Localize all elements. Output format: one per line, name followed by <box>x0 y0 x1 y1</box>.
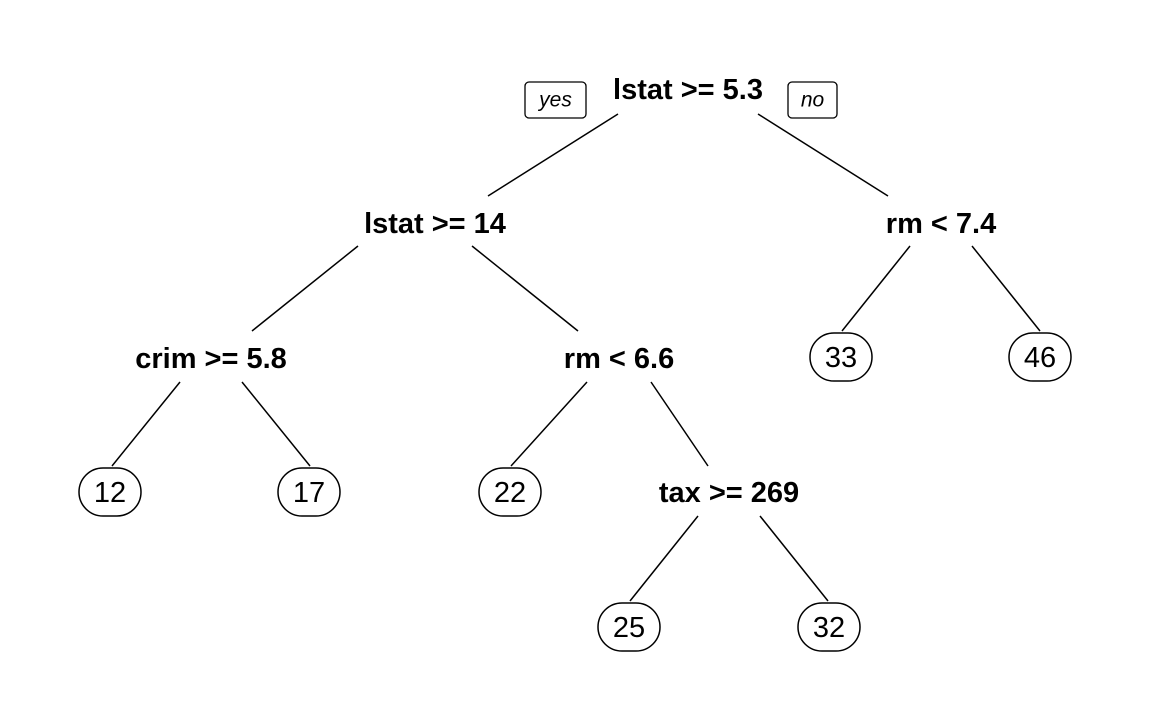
leaf-node-22-value: 22 <box>494 477 526 509</box>
edge-left-leftleft <box>251 245 359 332</box>
edge-tax-leaf25 <box>629 515 699 602</box>
leaf-node-46-value: 46 <box>1024 342 1056 374</box>
split-node-crim: crim >= 5.8 <box>135 343 287 375</box>
branch-label-no-box <box>787 81 838 119</box>
tree-edges <box>111 113 1041 602</box>
leaf-node-33: 33 <box>809 332 873 382</box>
edge-root-left <box>487 113 619 197</box>
edge-rm66-leaf22 <box>510 381 588 467</box>
leaf-node-32-box <box>797 602 861 652</box>
leaf-node-25-box <box>597 602 661 652</box>
split-node-rm-6-6: rm < 6.6 <box>564 343 674 375</box>
leaf-node-25: 25 <box>597 602 661 652</box>
leaf-node-33-value: 33 <box>825 342 857 374</box>
branch-label-yes: yes <box>524 81 587 119</box>
leaf-node-46: 46 <box>1008 332 1072 382</box>
branch-label-no-text: no <box>801 89 825 112</box>
leaf-node-12-box <box>78 467 142 517</box>
leaf-node-12-value: 12 <box>94 477 126 509</box>
leaf-node-22-box <box>478 467 542 517</box>
edge-crim-leaf12 <box>111 381 181 467</box>
leaf-node-17-value: 17 <box>293 477 325 509</box>
split-node-lstat-14: lstat >= 14 <box>364 208 506 240</box>
branch-label-yes-text: yes <box>537 89 572 112</box>
edge-right-leaf33 <box>841 245 911 332</box>
leaf-node-33-box <box>809 332 873 382</box>
branch-label-yes-box <box>524 81 587 119</box>
edge-rm66-tax <box>650 381 709 467</box>
edge-crim-leaf17 <box>241 381 311 467</box>
leaf-node-32: 32 <box>797 602 861 652</box>
split-node-rm-7-4: rm < 7.4 <box>886 208 996 240</box>
leaf-node-25-value: 25 <box>613 612 645 644</box>
leaf-node-32-value: 32 <box>813 612 845 644</box>
edge-root-right <box>757 113 889 197</box>
leaf-node-46-box <box>1008 332 1072 382</box>
edge-left-leftright <box>471 245 579 332</box>
leaf-node-17: 17 <box>277 467 341 517</box>
split-node-tax: tax >= 269 <box>659 477 799 509</box>
edge-right-leaf46 <box>971 245 1041 332</box>
leaf-node-17-box <box>277 467 341 517</box>
split-node-root: lstat >= 5.3 <box>613 74 763 106</box>
edge-tax-leaf32 <box>759 515 829 602</box>
branch-label-no: no <box>787 81 838 119</box>
leaf-node-22: 22 <box>478 467 542 517</box>
leaf-node-12: 12 <box>78 467 142 517</box>
